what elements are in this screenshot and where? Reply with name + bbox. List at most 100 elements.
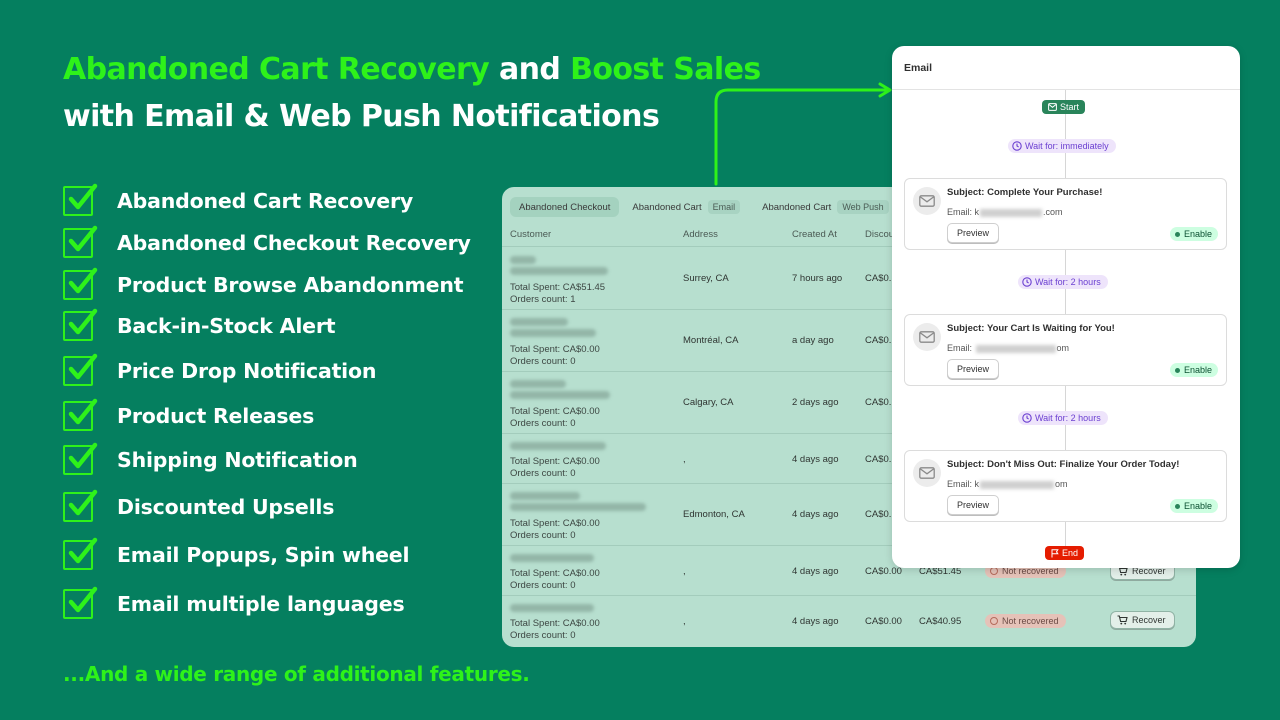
- feature-item: Product Browse Abandonment: [63, 267, 464, 300]
- headline-highlight-1: Abandoned Cart Recovery: [63, 52, 490, 87]
- column-header-created-at: Created At: [792, 229, 837, 240]
- address-cell: Calgary, CA: [683, 397, 734, 408]
- email-flow-panel: Email Start Wait for: immediately Subjec…: [892, 46, 1240, 568]
- start-badge: Start: [1042, 100, 1086, 114]
- created-at-cell: 4 days ago: [792, 509, 839, 520]
- checkmark-icon: [63, 267, 98, 300]
- table-row[interactable]: Total Spent: CA$0.00 Orders count: 0 Mon…: [502, 310, 1196, 372]
- feature-label: Back-in-Stock Alert: [117, 314, 336, 338]
- orders-count: Orders count: 0: [510, 580, 576, 591]
- wait-badge: Wait for: immediately: [1008, 139, 1116, 153]
- status-label: Not recovered: [1002, 616, 1059, 626]
- feature-item: Abandoned Cart Recovery: [63, 183, 413, 216]
- email-step-card[interactable]: Subject: Your Cart Is Waiting for You! E…: [904, 314, 1227, 386]
- status-badge: Enable: [1169, 363, 1218, 377]
- clock-icon: [1022, 277, 1032, 287]
- wait-label: Wait for: immediately: [1025, 141, 1109, 151]
- checkmark-icon: [63, 442, 98, 475]
- connector-arrow-icon: [714, 82, 892, 186]
- email-panel-title: Email: [904, 62, 933, 74]
- preview-button[interactable]: Preview: [947, 223, 1000, 243]
- status-badge: Enable: [1169, 499, 1218, 513]
- feature-label: Price Drop Notification: [117, 359, 377, 383]
- tab-abandoned-cart-email[interactable]: Abandoned Cart Email: [623, 197, 749, 217]
- redacted-email: [510, 267, 608, 275]
- orders-count: Orders count: 0: [510, 418, 576, 429]
- tab-pill: Email: [707, 200, 741, 214]
- checkmark-icon: [63, 398, 98, 431]
- feature-label: Product Releases: [117, 404, 315, 428]
- wait-label: Wait for: 2 hours: [1035, 413, 1101, 423]
- tab-pill: Web Push: [837, 200, 889, 214]
- table-row[interactable]: Total Spent: CA$0.00 Orders count: 0 , 4…: [502, 434, 1196, 484]
- orders-count: Orders count: 0: [510, 468, 576, 479]
- email-subject: Subject: Complete Your Purchase!: [947, 187, 1103, 198]
- redacted-email: [510, 554, 594, 562]
- feature-item: Abandoned Checkout Recovery: [63, 225, 471, 258]
- email-step-card[interactable]: Subject: Complete Your Purchase! Email: …: [904, 178, 1227, 250]
- discount-cell: CA$0.: [865, 454, 892, 465]
- redacted-email: [980, 480, 1055, 489]
- total-spent: Total Spent: CA$0.00: [510, 344, 600, 355]
- feature-label: Discounted Upsells: [117, 495, 335, 519]
- checkmark-icon: [63, 586, 98, 619]
- email-prefix: Email: k: [947, 207, 980, 217]
- redacted-name: [510, 318, 568, 326]
- discount-cell: CA$0.: [865, 509, 892, 520]
- feature-item: Price Drop Notification: [63, 353, 377, 386]
- end-badge: End: [1045, 546, 1085, 560]
- email-prefix: Email:: [947, 343, 975, 353]
- email-panel-header: Email: [892, 46, 1240, 90]
- checkmark-icon: [63, 353, 98, 386]
- recover-button[interactable]: Recover: [1110, 611, 1175, 629]
- created-at-cell: 4 days ago: [792, 616, 839, 627]
- headline-connector: and: [489, 52, 571, 87]
- column-header-address: Address: [683, 229, 718, 240]
- envelope-icon: [913, 323, 941, 351]
- redacted-email: [510, 604, 594, 612]
- table-row[interactable]: Total Spent: CA$0.00 Orders count: 0 Edm…: [502, 484, 1196, 546]
- redacted-name: [510, 380, 566, 388]
- headline-line-2: with Email & Web Push Notifications: [63, 99, 660, 134]
- flag-icon: [1051, 548, 1059, 557]
- headline-line-1: Abandoned Cart Recovery and Boost Sales: [63, 46, 761, 93]
- tab-label: Abandoned Cart: [632, 201, 702, 213]
- preview-button[interactable]: Preview: [947, 359, 1000, 379]
- table-row[interactable]: Total Spent: CA$0.00 Orders count: 0 , 4…: [502, 596, 1196, 647]
- preview-button[interactable]: Preview: [947, 495, 1000, 515]
- checkmark-icon: [63, 308, 98, 341]
- created-at-cell: 4 days ago: [792, 454, 839, 465]
- table-row[interactable]: Total Spent: CA$51.45 Orders count: 1 Su…: [502, 248, 1196, 310]
- table-header: Customer Address Created At Discou: [502, 221, 1196, 247]
- redacted-name: [510, 492, 580, 500]
- email-suffix: om: [1055, 479, 1068, 489]
- discount-cell: CA$0.00: [865, 566, 902, 577]
- discount-cell: CA$0.: [865, 335, 892, 346]
- tab-abandoned-cart-web-push[interactable]: Abandoned Cart Web Push: [753, 197, 898, 217]
- feature-item: Back-in-Stock Alert: [63, 308, 336, 341]
- tab-abandoned-checkout[interactable]: Abandoned Checkout: [510, 197, 620, 217]
- orders-count: Orders count: 0: [510, 530, 576, 541]
- total-spent: Total Spent: CA$51.45: [510, 282, 606, 293]
- redacted-email: [975, 344, 1056, 353]
- recover-label: Recover: [1132, 615, 1166, 625]
- created-at-cell: 4 days ago: [792, 566, 839, 577]
- checkmark-icon: [63, 225, 98, 258]
- subtotal-cell: CA$51.45: [919, 566, 962, 577]
- envelope-icon: [913, 187, 941, 215]
- tab-bar: Abandoned Checkout Abandoned Cart Email …: [510, 195, 902, 219]
- redacted-email: [980, 208, 1043, 217]
- address-cell: ,: [683, 566, 686, 577]
- table-row[interactable]: Total Spent: CA$0.00 Orders count: 0 Cal…: [502, 372, 1196, 434]
- email-subject: Subject: Your Cart Is Waiting for You!: [947, 323, 1115, 334]
- email-address: Email: om: [947, 343, 1069, 353]
- email-step-card[interactable]: Subject: Don't Miss Out: Finalize Your O…: [904, 450, 1227, 522]
- checkmark-icon: [63, 537, 98, 570]
- mail-icon: [1048, 103, 1057, 111]
- redacted-email: [510, 329, 596, 337]
- total-spent: Total Spent: CA$0.00: [510, 456, 600, 467]
- orders-count: Orders count: 1: [510, 294, 576, 305]
- headline-highlight-2: Boost Sales: [570, 52, 761, 87]
- envelope-icon: [913, 459, 941, 487]
